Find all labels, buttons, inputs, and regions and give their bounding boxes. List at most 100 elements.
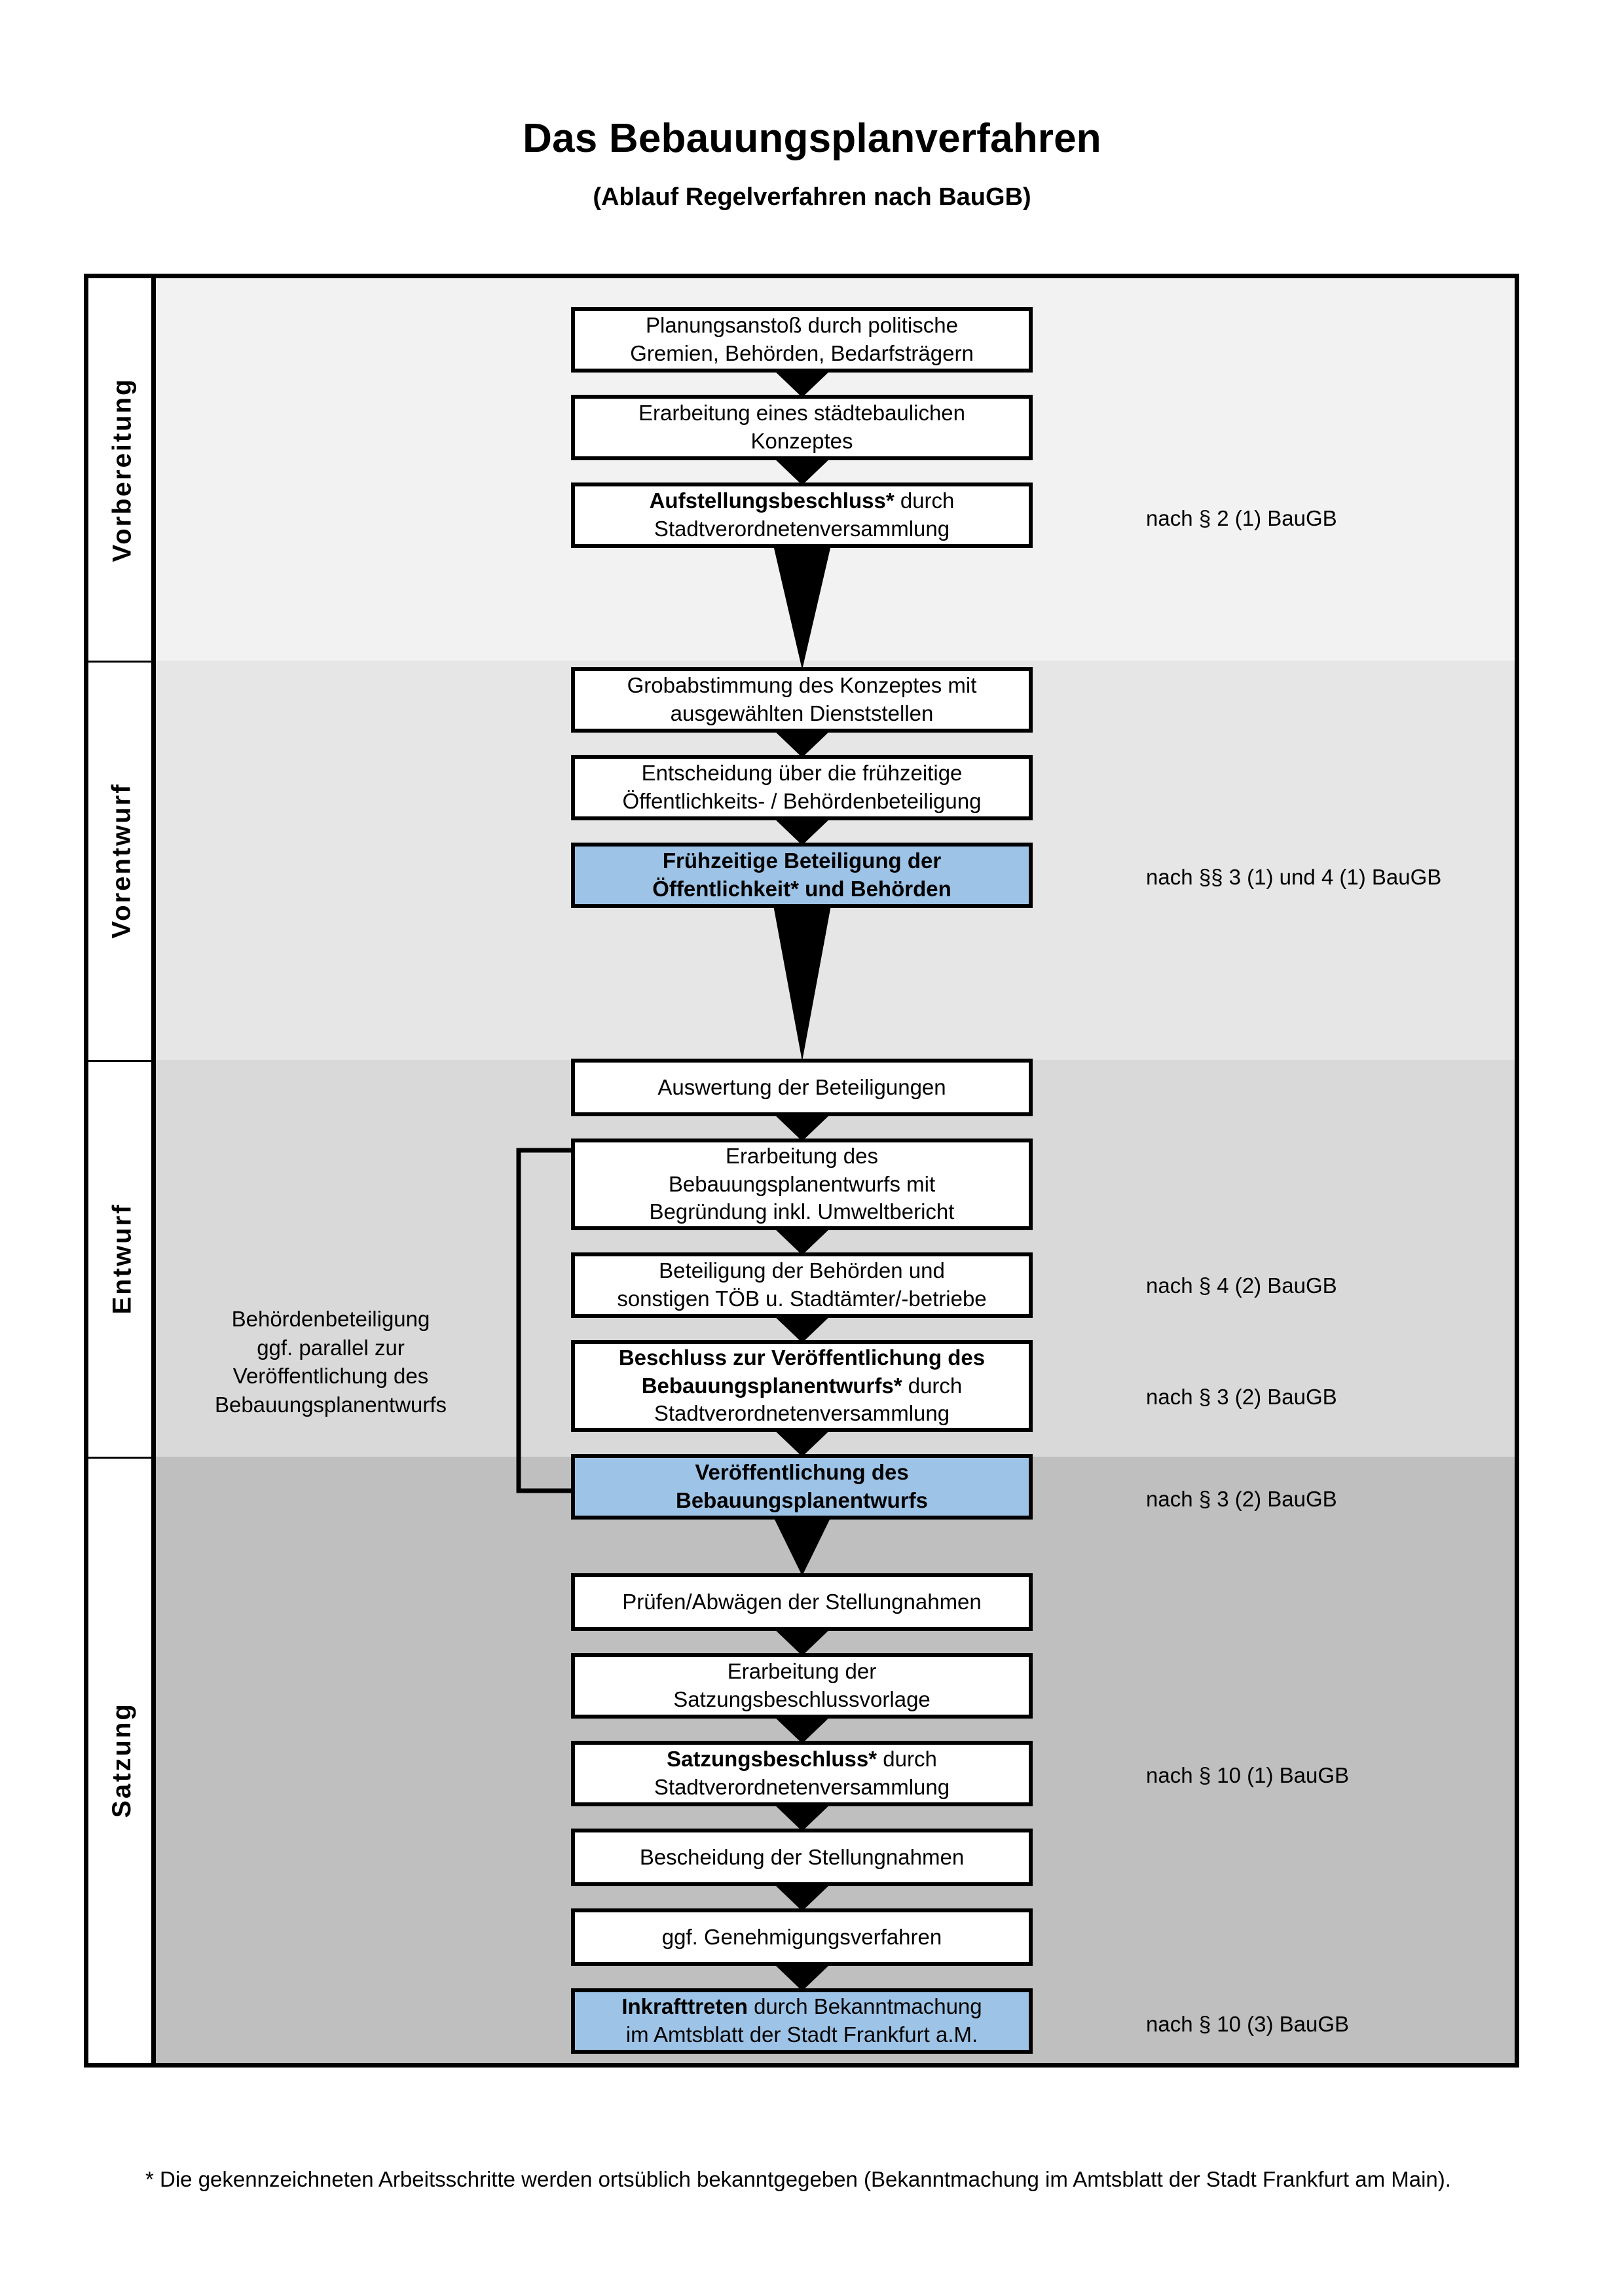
process-box-line: Grobabstimmung des Konzeptes mit — [627, 673, 977, 698]
legal-reference-l1: nach § 2 (1) BauGB — [1146, 506, 1337, 530]
flow-arrow-s13-to-s14 — [773, 1716, 831, 1743]
process-box-line: ggf. Genehmigungsverfahren — [661, 1924, 942, 1949]
process-box-line: Erarbeitung eines städtebaulichen — [638, 401, 965, 426]
process-box-line: ausgewählten Dienststellen — [670, 701, 934, 725]
process-box-line: Entscheidung über die frühzeitige — [641, 761, 963, 786]
phase-separator — [88, 1457, 156, 1459]
legal-reference-l3: nach § 4 (2) BauGB — [1146, 1273, 1337, 1298]
flow-arrow-s4-to-s5 — [773, 730, 831, 757]
process-box-s12[interactable]: Prüfen/Abwägen der Stellungnahmen — [571, 1573, 1033, 1631]
process-box-line: Konzeptes — [750, 429, 853, 453]
footnote: * Die gekennzeichneten Arbeitsschritte w… — [145, 2167, 1451, 2191]
process-box-s9[interactable]: Beteiligung der Behörden und sonstigen TÖ… — [571, 1252, 1033, 1318]
process-box-text: Grobabstimmung des Konzeptes mit ausgewäh… — [627, 672, 977, 728]
process-box-line: Satzungsbeschlussvorlage — [673, 1687, 931, 1711]
process-box-line: Öffentlichkeit* und Behörden — [652, 877, 951, 901]
process-box-line: Stadtverordnetenversammlung — [654, 1775, 950, 1799]
process-box-text: Beteiligung der Behörden und sonstigen TÖ… — [617, 1257, 986, 1313]
process-box-line: Bebauungsplanentwurfs — [675, 1488, 929, 1512]
flow-arrow-s2-to-s3 — [773, 458, 831, 485]
title-block: Das Bebauungsplanverfahren (Ablauf Regel… — [0, 116, 1624, 211]
legal-reference-l6: nach § 10 (1) BauGB — [1146, 1763, 1350, 1787]
process-box-line: Prüfen/Abwägen der Stellungnahmen — [622, 1589, 982, 1614]
flow-arrow-s9-to-s10 — [773, 1315, 831, 1343]
process-box-line: Gremien, Behörden, Bedarfsträgern — [630, 341, 974, 365]
phase-label-entwurf: Entwurf — [88, 1060, 156, 1457]
legal-reference-l7: nach § 10 (3) BauGB — [1146, 2012, 1350, 2036]
process-box-line: Auswertung der Beteiligungen — [657, 1074, 946, 1099]
phase-label-vorbereitung: Vorbereitung — [88, 278, 156, 661]
process-box-line: Veröffentlichung des — [695, 1460, 909, 1485]
process-box-line: Begründung inkl. Umweltbericht — [649, 1199, 955, 1224]
process-box-line: Bescheidung der Stellungnahmen — [639, 1844, 965, 1869]
phase-separator — [88, 1060, 156, 1062]
phase-label-text: Entwurf — [107, 1203, 136, 1314]
process-box-text: Bescheidung der Stellungnahmen — [640, 1844, 964, 1872]
side-note-line: ggf. parallel zur — [257, 1335, 405, 1360]
page-subtitle: (Ablauf Regelverfahren nach BauGB) — [593, 183, 1031, 211]
flow-arrow-s8-to-s9 — [773, 1228, 831, 1255]
process-box-line: Stadtverordnetenversammlung — [654, 517, 950, 541]
process-box-s7[interactable]: Auswertung der Beteiligungen — [571, 1059, 1033, 1116]
side-note-line: Behördenbeteiligung — [231, 1307, 430, 1331]
flow-arrow-s3-to-s4 — [773, 545, 831, 670]
process-box-text: Prüfen/Abwägen der Stellungnahmen — [622, 1588, 982, 1616]
process-box-line: Beteiligung der Behörden und — [659, 1258, 945, 1283]
flow-arrow-s15-to-s16 — [773, 1884, 831, 1911]
process-box-line: Bebauungsplanentwurfs* durch — [641, 1373, 963, 1398]
process-box-s4[interactable]: Grobabstimmung des Konzeptes mit ausgewäh… — [571, 667, 1033, 733]
process-box-line: Erarbeitung des — [726, 1143, 878, 1168]
process-box-line: Planungsanstoß durch politische — [646, 313, 958, 338]
process-box-line: Erarbeitung der — [727, 1659, 877, 1684]
legal-reference-l2: nach §§ 3 (1) und 4 (1) BauGB — [1146, 865, 1442, 889]
process-box-line: Beschluss zur Veröffentlichung des — [618, 1345, 986, 1370]
process-box-line: Inkrafttreten durch Bekanntmachung — [621, 1994, 982, 2019]
flow-arrow-s12-to-s13 — [773, 1628, 831, 1656]
phase-label-satzung: Satzung — [88, 1457, 156, 2063]
process-box-text: Auswertung der Beteiligungen — [657, 1074, 946, 1102]
page-title: Das Bebauungsplanverfahren — [523, 116, 1101, 161]
process-box-line: Öffentlichkeits- / Behördenbeteiligung — [622, 789, 982, 813]
phase-label-text: Satzung — [107, 1702, 137, 1818]
side-note-line: Veröffentlichung des — [232, 1364, 429, 1389]
legal-reference-l5: nach § 3 (2) BauGB — [1146, 1487, 1337, 1511]
process-box-line: sonstigen TÖB u. Stadtämter/-betriebe — [617, 1286, 987, 1311]
phase-label-vorentwurf: Vorentwurf — [88, 661, 156, 1060]
process-box-s16[interactable]: ggf. Genehmigungsverfahren — [571, 1908, 1033, 1966]
phase-label-text: Vorentwurf — [107, 782, 136, 939]
legal-reference-l4: nach § 3 (2) BauGB — [1146, 1385, 1337, 1409]
process-box-text: ggf. Genehmigungsverfahren — [662, 1923, 942, 1952]
flow-arrow-s11-to-s12 — [773, 1517, 831, 1576]
flow-arrow-s10-to-s11 — [773, 1429, 831, 1457]
flow-arrow-s1-to-s2 — [773, 370, 831, 397]
flow-arrow-s16-to-s17 — [773, 1963, 831, 1991]
side-note-line: Bebauungsplanentwurfs — [214, 1392, 447, 1417]
process-box-line: Stadtverordnetenversammlung — [654, 1401, 950, 1426]
process-box-line: Bebauungsplanentwurfs mit — [668, 1171, 936, 1196]
process-box-line: Satzungsbeschluss* durch — [667, 1747, 937, 1772]
phase-separator — [88, 661, 156, 663]
process-box-line: Aufstellungsbeschluss* durch — [649, 488, 955, 513]
process-box-s15[interactable]: Bescheidung der Stellungnahmen — [571, 1829, 1033, 1886]
